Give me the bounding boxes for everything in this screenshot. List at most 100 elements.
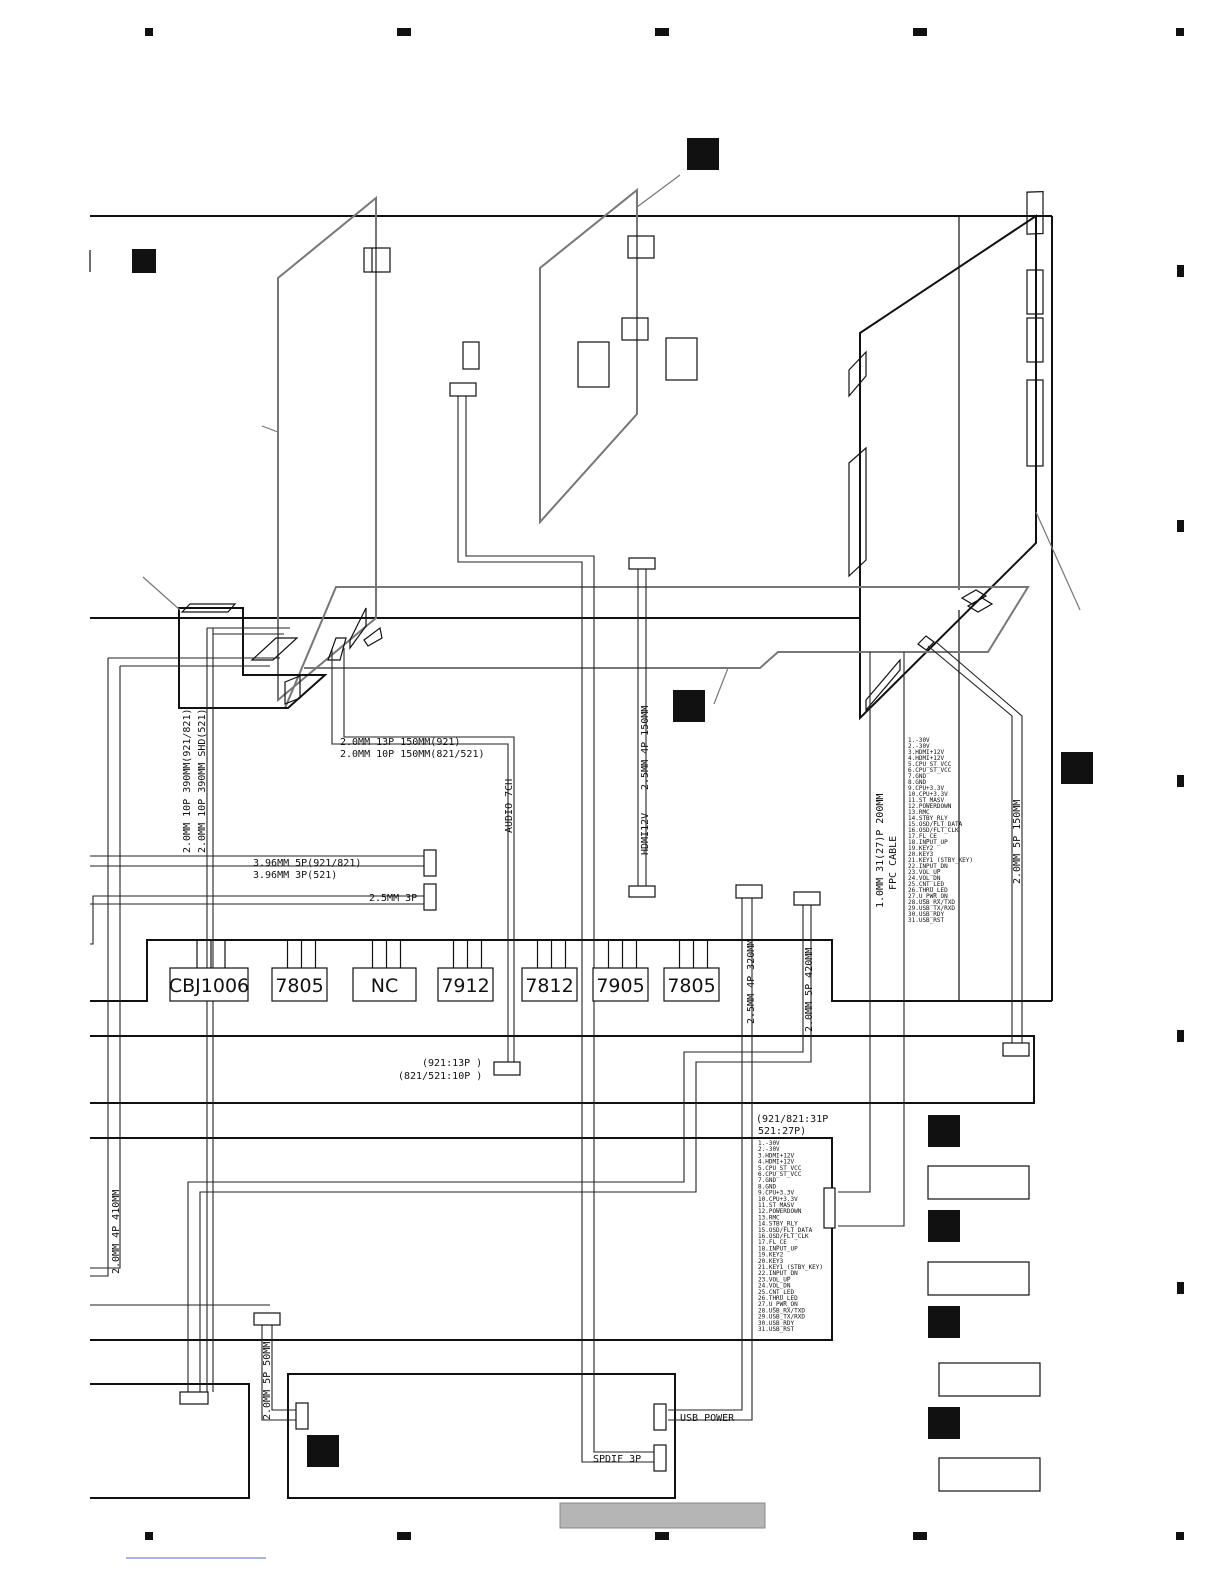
label-hdmi-spec: 2.5MM 4P 150MM — [640, 706, 651, 790]
regulator-4: 7812 — [521, 940, 578, 1002]
pin-label: 12.POWERDOWN — [758, 1208, 802, 1215]
label-4p-320: 2.5MM 4P 320MM — [746, 940, 757, 1024]
connectors — [179, 382, 1030, 1472]
chassis-frame — [89, 215, 1053, 1499]
pin-label: 29.USB_TX/RXD — [908, 905, 955, 912]
left-pcb — [261, 195, 391, 703]
pin-label: 4.HDMI+12V — [908, 755, 945, 762]
pin-label: 5.CPU_ST_VCC — [908, 761, 952, 768]
label-left-b: 2.0MM 10P 390MM_SHD(521) — [197, 709, 208, 854]
pin-label: 13.RMC — [758, 1214, 780, 1221]
label-audio-7ch: AUDIO 7CH — [504, 779, 515, 833]
pin-label: 28.USB_RX/TXD — [758, 1307, 805, 1314]
regulator-label: 7805 — [275, 975, 323, 997]
pin-label: 17.FL_CE — [758, 1239, 787, 1246]
pin-label: 6.CPU_ST_VCC — [908, 767, 952, 774]
pin-label: 11.ST_MASV — [908, 797, 945, 804]
pin-label: 15.OSD/FLT_DATA — [758, 1227, 813, 1234]
label-25-3p: 2.5MM 3P — [369, 893, 417, 904]
pin-label: 8.GND — [758, 1183, 776, 1190]
regulator-0: CBJ1006 — [169, 940, 249, 1002]
pin-label: 4.HDMI+12V — [758, 1159, 795, 1166]
label-fpc-b: FPC CABLE — [888, 836, 899, 890]
pin-label: 25.CNT_LED — [908, 881, 945, 888]
regulator-label: CBJ1006 — [169, 975, 249, 997]
pin-label: 14.STBY_RLY — [908, 815, 948, 822]
pin-label: 28.USB_RX/TXD — [908, 899, 955, 906]
pin-label: 7.GND — [758, 1177, 776, 1184]
label-31p-a: (921/821:31P — [756, 1114, 828, 1125]
pin-label: 12.POWERDOWN — [908, 803, 952, 810]
label-usb-power: USB POWER — [680, 1413, 735, 1424]
pin-label: 19.KEY2 — [758, 1252, 784, 1259]
regulator-2: NC — [352, 940, 417, 1002]
label-4p-410: 2.0MM 4P 410MM — [111, 1190, 122, 1274]
pin-label: 29.USB_TX/RXD — [758, 1314, 805, 1321]
pin-label: 25.CNT_LED — [758, 1289, 795, 1296]
cables — [90, 396, 1023, 1463]
label-left-a: 2.0MM 10P 390MM(921/821) — [182, 709, 193, 854]
pin-label: 22.INPUT_DN — [758, 1270, 798, 1277]
regulator-label: 7812 — [525, 975, 573, 997]
label-5p-50: 2.0MM 5P 50MM — [262, 1342, 273, 1420]
label-5p-150: 2.0MM 5P 150MM — [1012, 800, 1023, 884]
regulator-label: NC — [371, 975, 398, 997]
pin-label: 21.KEY1 (STBY_KEY) — [758, 1264, 823, 1271]
label-hdmi12v: HDMI12V — [640, 813, 651, 855]
pin-label: 27.U_PWR_ON — [908, 893, 948, 900]
label-396-5p: 3.96MM 5P(921/821) — [253, 858, 361, 869]
pin-label: 18.INPUT_UP — [908, 839, 948, 846]
pin-label: 15.OSD/FLT_DATA — [908, 821, 963, 828]
pinout-fl-connector: 1.-30V2.-30V3.HDMI+12V4.HDMI+12V5.CPU_ST… — [908, 737, 973, 924]
pin-label: 17.FL_CE — [908, 833, 937, 840]
pin-label: 22.INPUT_DN — [908, 863, 948, 870]
cable-labels: 2.0MM 13P 150MM(921) 2.0MM 10P 150MM(821… — [111, 706, 1023, 1465]
pin-label: 2.-30V — [908, 743, 930, 750]
pin-label: 18.INPUT_UP — [758, 1245, 798, 1252]
pin-label: 10.CPU+3.3V — [758, 1196, 798, 1203]
pin-label: 8.GND — [908, 779, 926, 786]
pin-label: 30.USB_RDY — [758, 1320, 795, 1327]
bottom-plate — [284, 586, 1030, 709]
pin-label: 9.CPU+3.3V — [758, 1190, 795, 1197]
regulator-3: 7912 — [437, 940, 494, 1002]
pin-label: 26.THRU_LED — [908, 887, 948, 894]
regulator-6: 7805 — [663, 940, 720, 1002]
pin-label: 24.VOL_DN — [758, 1283, 791, 1290]
label-10p: 2.0MM 10P 150MM(821/521) — [340, 749, 485, 760]
label-396-3p: 3.96MM 3P(521) — [253, 870, 337, 881]
pin-label: 16.OSD/FLT_CLK — [908, 827, 959, 834]
pin-label: 21.KEY1 (STBY_KEY) — [908, 857, 973, 864]
pin-label: 20.KEY3 — [908, 851, 934, 858]
pin-label: 31.USB_RST — [908, 917, 945, 924]
pin-label: 7.GND — [908, 773, 926, 780]
label-921-13p: (921:13P ) — [422, 1058, 482, 1069]
label-31p-b: 521:27P) — [758, 1126, 806, 1137]
pin-label: 1.-30V — [908, 737, 930, 744]
regulator-label: 7905 — [596, 975, 644, 997]
pin-label: 19.KEY2 — [908, 845, 934, 852]
regulator-5: 7905 — [592, 940, 649, 1002]
front-panel-pcb — [848, 190, 1081, 721]
pin-label: 6.CPU_ST_VCC — [758, 1171, 802, 1178]
pin-label: 20.KEY3 — [758, 1258, 784, 1265]
pin-label: 3.HDMI+12V — [908, 749, 945, 756]
pin-label: 27.U_PWR_ON — [758, 1301, 798, 1308]
pin-label: 23.VOL_UP — [758, 1276, 791, 1283]
pinout-main-connector: 1.-30V2.-30V3.HDMI+12V4.HDMI+12V5.CPU_ST… — [758, 1140, 823, 1333]
pin-label: 9.CPU+3.3V — [908, 785, 945, 792]
pin-label: 3.HDMI+12V — [758, 1152, 795, 1159]
label-5p-420: 2.0MM 5P 420MM — [804, 948, 815, 1032]
pin-label: 2.-30V — [758, 1146, 780, 1153]
label-13p: 2.0MM 13P 150MM(921) — [340, 737, 460, 748]
pin-label: 10.CPU+3.3V — [908, 791, 948, 798]
center-pcb — [462, 174, 698, 525]
pin-label: 16.OSD/FLT_CLK — [758, 1233, 809, 1240]
pin-label: 14.STBY_RLY — [758, 1221, 798, 1228]
pin-label: 26.THRU_LED — [758, 1295, 798, 1302]
pin-label: 31.USB_RST — [758, 1326, 795, 1333]
pin-label: 24.VOL_DN — [908, 875, 941, 882]
registration-marks — [145, 28, 1184, 1540]
